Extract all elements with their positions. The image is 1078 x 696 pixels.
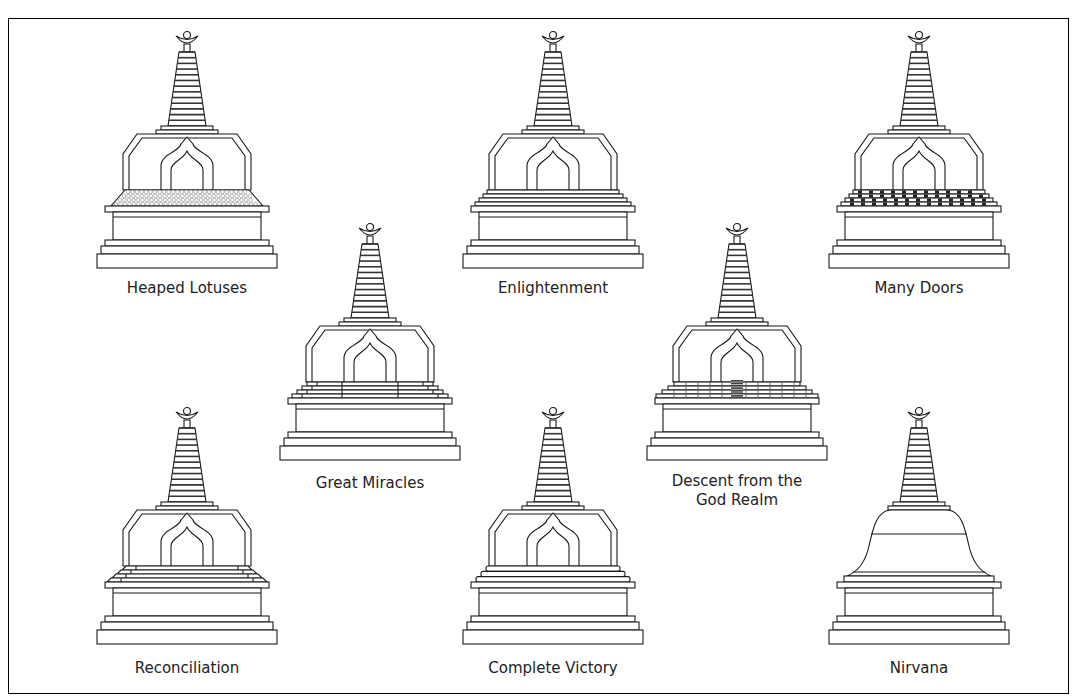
stupa-label: Enlightenment xyxy=(433,279,673,298)
stupa-drawing xyxy=(97,408,277,645)
stupa-drawing xyxy=(280,224,460,461)
stupa-label: Heaped Lotuses xyxy=(67,279,307,298)
stupa-drawing xyxy=(829,408,1009,645)
stupa-label: Descent from the God Realm xyxy=(657,472,817,510)
frame xyxy=(9,19,1069,694)
stupa-drawing xyxy=(647,224,827,461)
stupa-label: Great Miracles xyxy=(250,474,490,493)
stupa-label: Reconciliation xyxy=(67,659,307,678)
stupa-label: Nirvana xyxy=(799,659,1039,678)
stupa-drawing xyxy=(97,32,277,269)
stupa-drawing xyxy=(463,32,643,269)
stupa-label: Many Doors xyxy=(799,279,1039,298)
stupa-label: Complete Victory xyxy=(433,659,673,678)
stupa-drawing xyxy=(463,408,643,645)
stupa-drawing xyxy=(829,32,1009,269)
